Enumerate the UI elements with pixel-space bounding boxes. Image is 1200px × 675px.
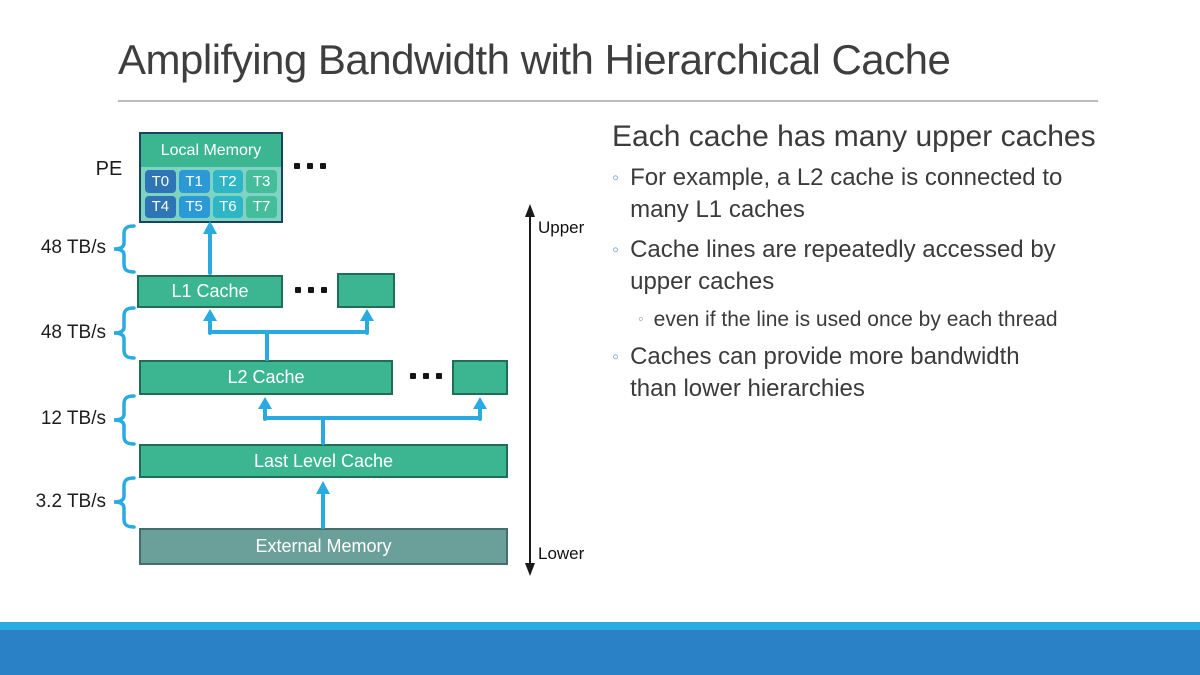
bandwidth-braces [113,224,136,529]
axis-upper-label: Upper [538,218,585,237]
bandwidth-label-l2: 48 TB/s [40,322,106,343]
pe-label: PE [95,158,123,180]
thread-tile: T1 [178,170,210,193]
ellipsis-dots [295,287,327,293]
local-memory-box: Local Memory [141,134,281,167]
sub-bullet-item: ◦ even if the line is used once by each … [638,306,1058,333]
bullet-item: ◦ Cache lines are repeatedly accessed by… [612,234,1056,298]
ellipsis-dots [410,373,442,379]
l1-cache-box: L1 Cache [137,275,283,308]
thread-tile: T7 [246,195,277,218]
arrowhead-icon [258,397,272,409]
l1-cache-sibling-box [337,273,395,308]
arrowhead-icon [360,309,374,321]
pe-block: Local Memory T0 T1 T2 T3 T4 T5 T6 T7 [139,132,283,223]
bullet-circle-icon: ◦ [612,167,620,189]
bandwidth-label-l1: 48 TB/s [40,237,106,258]
bullet-text: For example, a L2 cache is connected to … [630,164,1063,223]
right-text-panel: Each cache has many upper caches ◦ For e… [612,120,1152,450]
brace-icon [113,224,136,274]
brace-icon [113,476,136,529]
thread-tile: T6 [212,195,244,218]
bullet-text: Caches can provide more bandwidth than l… [630,343,1020,402]
ellipsis-dots [294,163,326,169]
bandwidth-label-ext: 3.2 TB/s [35,491,106,512]
arrow-l2-to-l1-branch [208,318,369,361]
thread-tile: T2 [212,170,244,193]
thread-tile: T5 [178,195,210,218]
arrow-llc-to-l2-branch [263,406,482,445]
bottom-bar: 14 [0,630,1200,675]
last-level-cache-box: Last Level Cache [139,444,508,478]
slide-title: Amplifying Bandwidth with Hierarchical C… [118,36,951,83]
arrowhead-icon [525,563,535,576]
bullet-circle-icon: ◦ [638,311,644,328]
bullet-item: ◦ For example, a L2 cache is connected t… [612,162,1062,226]
brace-icon [113,306,136,360]
thread-tile: T3 [246,170,277,193]
thread-tile-grid: T0 T1 T2 T3 T4 T5 T6 T7 [141,167,281,221]
panel-heading: Each cache has many upper caches [612,120,1096,153]
arrowhead-icon [316,481,330,494]
bullet-item: ◦ Caches can provide more bandwidth than… [612,341,1020,405]
bandwidth-label-llc: 12 TB/s [40,408,106,429]
bullet-text: Cache lines are repeatedly accessed by u… [630,236,1056,295]
bullet-circle-icon: ◦ [612,239,620,261]
hierarchy-axis-arrow [525,204,535,576]
title-underline [118,100,1098,102]
thread-tile: T4 [145,195,176,218]
l2-cache-box: L2 Cache [139,360,393,395]
axis-lower-label: Lower [538,544,585,563]
l2-cache-sibling-box [452,360,508,395]
external-memory-box: External Memory [139,528,508,565]
thread-tile: T0 [145,170,176,193]
bullet-circle-icon: ◦ [612,346,620,368]
bullet-text: even if the line is used once by each th… [653,308,1058,331]
arrowhead-icon [473,397,487,409]
bottom-accent-stripe [0,622,1200,630]
arrowhead-icon [525,204,535,217]
arrowhead-icon [203,309,217,321]
brace-icon [113,394,136,446]
